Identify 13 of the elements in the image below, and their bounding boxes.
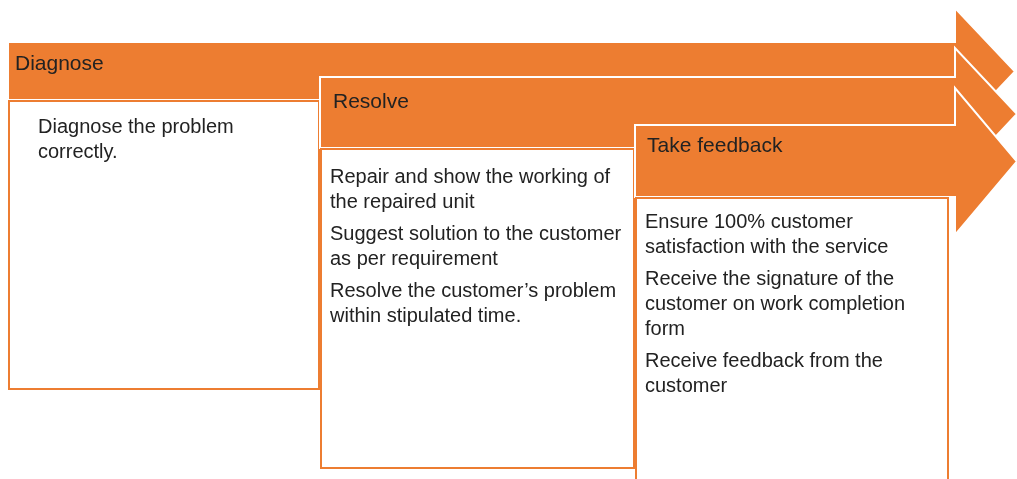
task-text: Diagnose the problem correctly. [37,114,235,164]
task-text: Receive feedback from the customer [645,348,884,398]
task-text: Receive the signature of the customer on work completion form [645,266,907,341]
stage-title: Resolve [333,90,409,111]
stage-title: Diagnose [15,52,104,73]
task-panel [635,197,949,479]
task-text: Suggest solution to the customer as per requirement [330,221,623,271]
task-panel [8,100,320,390]
task-text: Repair and show the working of the repaired unit [330,164,612,214]
stage-title: Take feedback [647,134,783,155]
task-panel [320,148,635,469]
task-text: Ensure 100% customer satisfaction with the service [645,209,890,259]
task-text: Resolve the customer’s problem within stipulated time. [330,278,618,328]
